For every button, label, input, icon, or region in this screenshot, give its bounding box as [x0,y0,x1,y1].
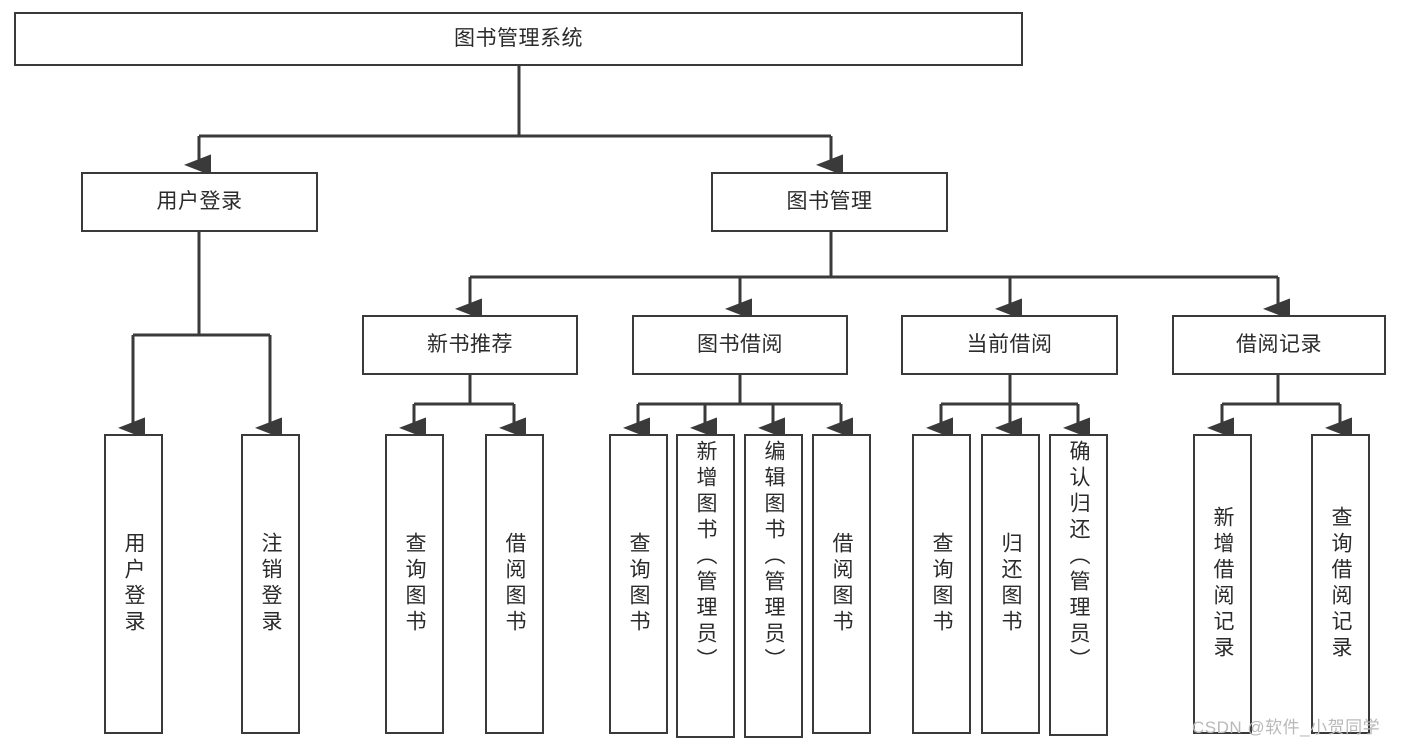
node-root[interactable]: 图书管理系统 [14,12,1023,66]
node-book-management-label: 图书管理 [786,190,873,214]
node-borrow-record[interactable]: 借阅记录 [1172,315,1386,375]
node-book-borrow-label: 图书借阅 [697,333,783,357]
leaf-logout-login-label: 注销登录 [259,532,282,636]
node-new-book-recommend[interactable]: 新书推荐 [362,315,578,375]
leaf-borrow-book-2[interactable]: 借阅图书 [812,434,871,734]
leaf-edit-book-label: 编辑图书（管理员） [762,440,785,674]
leaf-query-record-label: 查询借阅记录 [1329,506,1352,662]
node-user-login-label: 用户登录 [156,190,243,214]
leaf-add-book[interactable]: 新增图书（管理员） [676,434,735,738]
node-root-label: 图书管理系统 [454,27,583,51]
leaf-logout-login[interactable]: 注销登录 [241,434,300,734]
leaf-query-book-2-label: 查询图书 [627,532,650,636]
leaf-return-book[interactable]: 归还图书 [981,434,1040,734]
leaf-query-book-3[interactable]: 查询图书 [912,434,971,734]
leaf-return-book-label: 归还图书 [999,532,1022,636]
node-user-login[interactable]: 用户登录 [81,172,318,232]
leaf-query-book-1-label: 查询图书 [403,532,426,636]
node-current-borrow-label: 当前借阅 [966,333,1053,357]
node-book-management[interactable]: 图书管理 [711,172,948,232]
leaf-confirm-return-label: 确认归还（管理员） [1067,440,1090,674]
leaf-borrow-book-2-label: 借阅图书 [830,532,853,636]
node-new-book-recommend-label: 新书推荐 [427,333,513,357]
leaf-borrow-book-1-label: 借阅图书 [503,532,526,636]
leaf-query-book-1[interactable]: 查询图书 [385,434,444,734]
leaf-add-record[interactable]: 新增借阅记录 [1193,434,1252,734]
leaf-query-record[interactable]: 查询借阅记录 [1311,434,1370,734]
leaf-borrow-book-1[interactable]: 借阅图书 [485,434,544,734]
leaf-query-book-2[interactable]: 查询图书 [609,434,668,734]
leaf-confirm-return[interactable]: 确认归还（管理员） [1049,434,1108,736]
leaf-query-book-3-label: 查询图书 [930,532,953,636]
node-book-borrow[interactable]: 图书借阅 [632,315,848,375]
node-borrow-record-label: 借阅记录 [1236,333,1322,357]
leaf-edit-book[interactable]: 编辑图书（管理员） [744,434,803,738]
leaf-user-login-label: 用户登录 [122,532,145,636]
node-current-borrow[interactable]: 当前借阅 [901,315,1118,375]
csdn-watermark: CSDN @软件_小贺同学 [1192,718,1381,737]
leaf-add-book-label: 新增图书（管理员） [694,440,717,674]
leaf-add-record-label: 新增借阅记录 [1211,506,1234,662]
leaf-user-login[interactable]: 用户登录 [104,434,163,734]
